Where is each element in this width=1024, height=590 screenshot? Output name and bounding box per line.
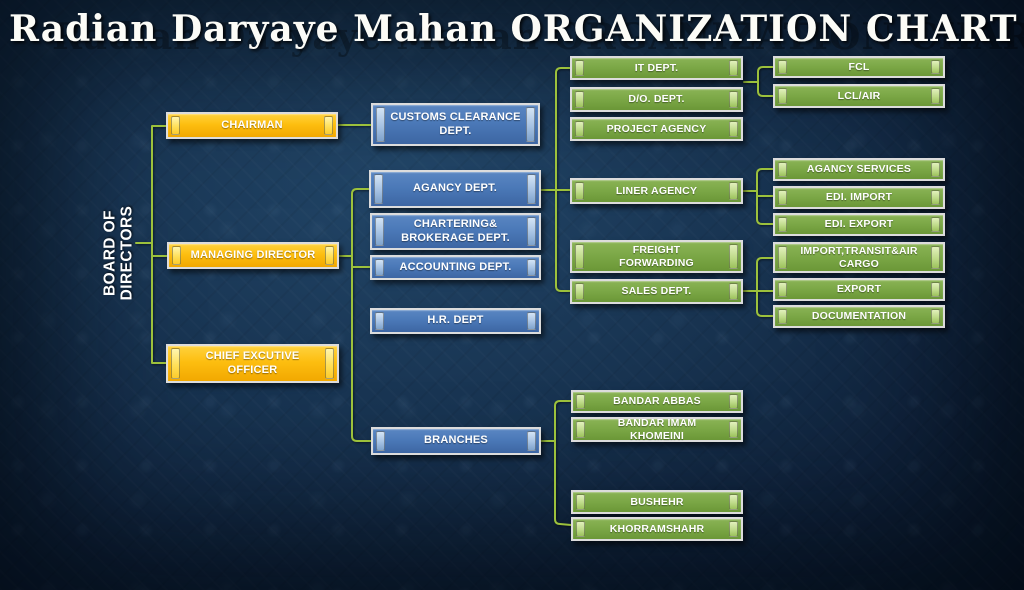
edi-export-box: EDI. EXPORT (773, 213, 945, 236)
liner-agency-label: LINER AGENCY (615, 184, 698, 197)
bandar-imam-khomeini-box: BANDAR IMAM KHOMEINI (571, 417, 743, 442)
hr-dept-label: H.R. DEPT (427, 314, 484, 327)
hr-dept-box: H.R. DEPT (370, 308, 541, 334)
sales-dept-label: SALES DEPT. (621, 285, 692, 298)
chartering-brokerage-dept-box: CHARTERING& BROKERAGE DEPT. (370, 213, 541, 250)
branches-box: BRANCHES (371, 427, 541, 455)
chief-excutive-officer-label: CHIEF EXCUTIVE OFFICER (205, 350, 300, 376)
khorramshahr-box: KHORRAMSHAHR (571, 517, 743, 541)
chartering-brokerage-dept-label: CHARTERING& BROKERAGE DEPT. (401, 218, 510, 244)
sales-dept-box: SALES DEPT. (570, 279, 743, 304)
documentation-label: DOCUMENTATION (811, 310, 907, 323)
export-box: EXPORT (773, 278, 945, 301)
sales-dept-bracket (742, 257, 774, 317)
board-of-directors-bracket (135, 125, 168, 364)
bandar-imam-khomeini-label: BANDAR IMAM KHOMEINI (617, 416, 697, 442)
bushehr-box: BUSHEHR (571, 490, 743, 514)
board-of-directors-line1: BOARD OF (101, 209, 119, 296)
chief-excutive-officer-box: CHIEF EXCUTIVE OFFICER (166, 344, 339, 383)
lcl-air-box: LCL/AIR (773, 84, 945, 108)
project-agency-box: PROJECT AGENCY (570, 117, 743, 141)
managing-director-box: MANAGING DIRECTOR (167, 242, 339, 269)
customs-clearance-dept-box: CUSTOMS CLEARANCE DEPT. (371, 103, 540, 146)
managing-director-tree-connector (338, 188, 372, 442)
edi-export-label: EDI. EXPORT (824, 218, 894, 231)
agancy-services-label: AGANCY SERVICES (806, 163, 912, 176)
project-agency-label: PROJECT AGENCY (606, 122, 707, 135)
documentation-box: DOCUMENTATION (773, 305, 945, 328)
customs-clearance-dept-label: CUSTOMS CLEARANCE DEPT. (390, 111, 521, 137)
import-transit-air-cargo-label: IMPORT,TRANSIT&AIR CARGO (800, 244, 918, 270)
bandar-abbas-box: BANDAR ABBAS (571, 390, 743, 413)
liner-agency-bracket (742, 168, 774, 225)
it-dept-bracket (743, 66, 774, 97)
page-title: Radian Daryaye Mahan ORGANIZATION CHART (9, 8, 1018, 50)
lcl-air-label: LCL/AIR (837, 89, 881, 102)
agancy-dept-box: AGANCY DEPT. (369, 170, 541, 208)
agancy-services-box: AGANCY SERVICES (773, 158, 945, 181)
import-transit-air-cargo-box: IMPORT,TRANSIT&AIR CARGO (773, 242, 945, 273)
page-title-shadow: Radian Daryaye Mahan ORGANIZATION CHART (52, 16, 1024, 58)
liner-agency-box: LINER AGENCY (570, 178, 743, 204)
bushehr-label: BUSHEHR (630, 495, 684, 508)
managing-director-label: MANAGING DIRECTOR (190, 248, 316, 261)
accounting-dept-box: ACCOUNTING DEPT. (370, 255, 541, 280)
it-dept-label: IT DEPT. (634, 61, 679, 74)
edi-import-label: EDI. IMPORT (825, 191, 893, 204)
do-dept-label: D/O. DEPT. (628, 93, 685, 106)
agancy-dept-tree-connector (540, 67, 571, 292)
branches-label: BRANCHES (424, 434, 488, 447)
bandar-abbas-label: BANDAR ABBAS (613, 395, 701, 408)
board-of-directors-line2: DIRECTORS (119, 205, 136, 300)
freight-forwarding-box: FREIGHT FORWARDING (570, 240, 743, 273)
chairman-label: CHAIRMAN (221, 118, 283, 131)
do-dept-box: D/O. DEPT. (570, 87, 743, 112)
it-dept-box: IT DEPT. (570, 56, 743, 80)
board-of-directors-label: BOARD OF DIRECTORS (88, 180, 150, 325)
chairman-box: CHAIRMAN (166, 112, 338, 139)
accounting-dept-label: ACCOUNTING DEPT. (399, 260, 512, 273)
export-label: EXPORT (836, 283, 882, 296)
agancy-dept-label: AGANCY DEPT. (412, 182, 498, 195)
fcl-box: FCL (773, 56, 945, 78)
edi-import-box: EDI. IMPORT (773, 186, 945, 209)
khorramshahr-label: KHORRAMSHAHR (609, 522, 705, 535)
branches-bracket (540, 400, 572, 526)
fcl-label: FCL (848, 60, 870, 73)
freight-forwarding-label: FREIGHT FORWARDING (619, 243, 694, 269)
